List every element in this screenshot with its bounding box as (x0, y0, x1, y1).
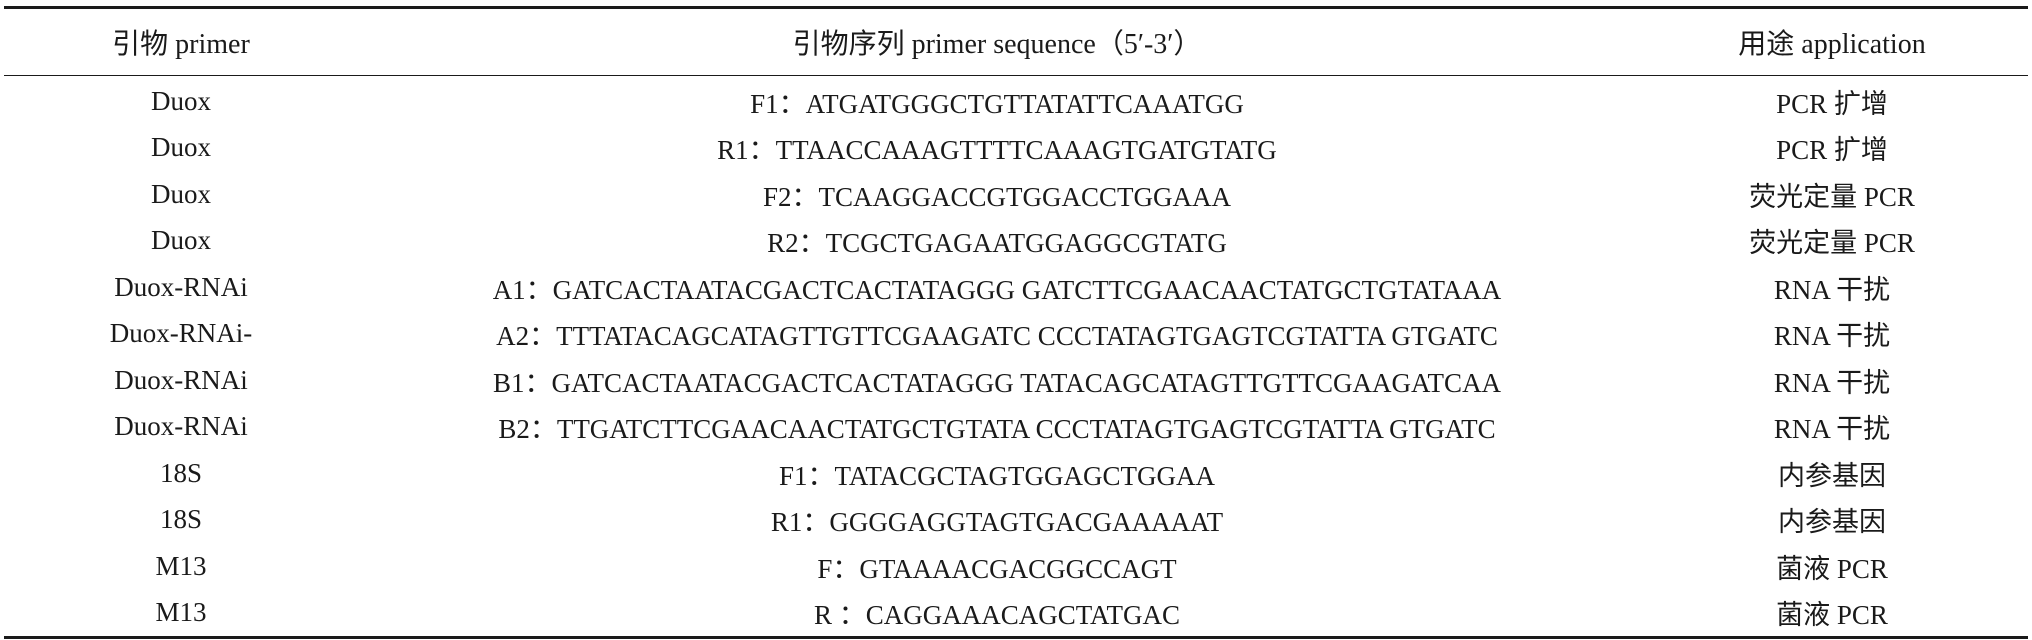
cell-primer: M13 (155, 597, 207, 628)
cell-sequence: A1：GATCACTAATACGACTCACTATAGGG GATCTTCGAA… (492, 274, 1502, 305)
header-sequence: 引物序列 primer sequence（5′-3′） (358, 7, 1636, 76)
cell-sequence: A2：TTTATACAGCATAGTTGTTCGAAGATC CCCTATAGT… (496, 321, 1498, 352)
cell-sequence: F2：TCAAGGACCGTGGACCTGGAAA (762, 181, 1232, 212)
cell-primer: 18S (159, 504, 203, 535)
cell-sequence: R1：TTAACCAAAGTTTTCAAAGTGATGTATG (717, 135, 1277, 166)
table-row: Duox-RNAi B1：GATCACTAATACGACTCACTATAGGG … (4, 357, 2028, 404)
cell-sequence: R2：TCGCTGAGAATGGAGGCGTATG (767, 228, 1227, 259)
cell-primer: Duox-RNAi (114, 364, 248, 395)
table-row: M13 R ：CAGGAAACAGCTATGAC 菌液 PCR (4, 590, 2028, 638)
table-row: Duox R2：TCGCTGAGAATGGAGGCGTATG 荧光定量 PCR (4, 218, 2028, 265)
table-row: Duox R1：TTAACCAAAGTTTTCAAAGTGATGTATG PCR… (4, 125, 2028, 172)
cell-primer: 18S (159, 457, 203, 488)
cell-primer: Duox-RNAi (114, 271, 248, 302)
cell-application: 菌液 PCR (1776, 553, 1888, 584)
cell-application: RNA 干扰 (1773, 321, 1891, 352)
table-row: Duox-RNAi A1：GATCACTAATACGACTCACTATAGGG … (4, 264, 2028, 311)
cell-primer: Duox (151, 132, 211, 163)
cell-application: PCR 扩增 (1776, 135, 1888, 166)
table-row: 18S R1：GGGGAGGTAGTGACGAAAAAT 内参基因 (4, 497, 2028, 544)
table-row: Duox-RNAi B2：TTGATCTTCGAACAACTATGCTGTATA… (4, 404, 2028, 451)
cell-primer: M13 (155, 550, 207, 581)
cell-primer: Duox (151, 178, 211, 209)
cell-sequence: B2：TTGATCTTCGAACAACTATGCTGTATA CCCTATAGT… (498, 414, 1496, 445)
cell-sequence: F：GTAAAACGACGGCCAGT (817, 553, 1177, 584)
cell-application: RNA 干扰 (1773, 414, 1891, 445)
cell-sequence: F1：ATGATGGGCTGTTATATTCAAATGG (750, 88, 1244, 119)
cell-primer: Duox-RNAi- (109, 318, 253, 349)
cell-primer: Duox-RNAi (114, 411, 248, 442)
table-row: M13 F：GTAAAACGACGGCCAGT 菌液 PCR (4, 543, 2028, 590)
table-row: Duox-RNAi- A2：TTTATACAGCATAGTTGTTCGAAGAT… (4, 311, 2028, 358)
table-header: 引物 primer 引物序列 primer sequence（5′-3′） 用途… (4, 7, 2028, 76)
table-row: 18S F1：TATACGCTAGTGGAGCTGGAA 内参基因 (4, 450, 2028, 497)
cell-application: 内参基因 (1778, 507, 1886, 538)
table-row: Duox F1：ATGATGGGCTGTTATATTCAAATGG PCR 扩增 (4, 76, 2028, 125)
cell-primer: Duox (151, 85, 211, 116)
cell-application: 荧光定量 PCR (1749, 181, 1915, 212)
header-primer: 引物 primer (4, 7, 358, 76)
primer-table-container: 引物 primer 引物序列 primer sequence（5′-3′） 用途… (4, 6, 2028, 639)
cell-application: 内参基因 (1778, 460, 1886, 491)
table-body: Duox F1：ATGATGGGCTGTTATATTCAAATGG PCR 扩增… (4, 76, 2028, 638)
cell-application: 菌液 PCR (1776, 600, 1888, 631)
primer-table: 引物 primer 引物序列 primer sequence（5′-3′） 用途… (4, 6, 2028, 639)
cell-sequence: R1：GGGGAGGTAGTGACGAAAAAT (770, 507, 1224, 538)
cell-application: RNA 干扰 (1773, 274, 1891, 305)
cell-application: PCR 扩增 (1776, 88, 1888, 119)
table-row: Duox F2：TCAAGGACCGTGGACCTGGAAA 荧光定量 PCR (4, 171, 2028, 218)
cell-application: 荧光定量 PCR (1749, 228, 1915, 259)
cell-sequence: F1：TATACGCTAGTGGAGCTGGAA (778, 460, 1215, 491)
header-row: 引物 primer 引物序列 primer sequence（5′-3′） 用途… (4, 7, 2028, 76)
cell-sequence: R ：CAGGAAACAGCTATGAC (813, 600, 1181, 631)
cell-application: RNA 干扰 (1773, 367, 1891, 398)
cell-sequence: B1：GATCACTAATACGACTCACTATAGGG TATACAGCAT… (492, 367, 1502, 398)
cell-primer: Duox (151, 225, 211, 256)
header-application: 用途 application (1636, 7, 2028, 76)
